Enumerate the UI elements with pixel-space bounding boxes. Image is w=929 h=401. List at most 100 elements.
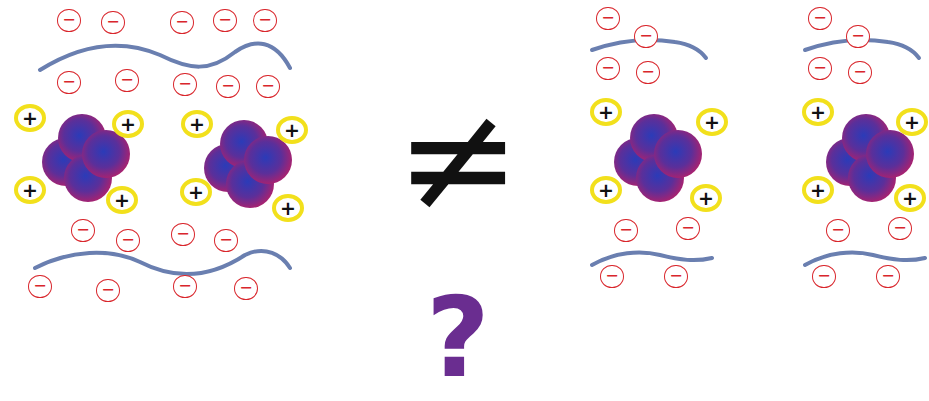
- cation-circle: +: [896, 108, 928, 136]
- charge-sign: −: [258, 12, 271, 28]
- question-mark: ?: [426, 283, 490, 393]
- anion-circle: −: [71, 219, 94, 242]
- charge-sign: −: [218, 12, 231, 28]
- anion-circle: −: [170, 11, 193, 34]
- charge-sign: −: [62, 74, 75, 90]
- anion-circle: −: [808, 57, 831, 80]
- charge-sign: −: [175, 14, 188, 30]
- charge-sign: −: [120, 72, 133, 88]
- charge-sign: −: [881, 268, 894, 284]
- charge-sign: −: [853, 64, 866, 80]
- charge-sign: −: [176, 226, 189, 242]
- cation-circle: +: [14, 176, 46, 204]
- anion-circle: −: [808, 7, 831, 30]
- charge-sign: −: [817, 268, 830, 284]
- anion-circle: −: [171, 223, 194, 246]
- anion-circle: −: [116, 229, 139, 252]
- anion-circle: −: [846, 25, 869, 48]
- anion-circle: −: [596, 57, 619, 80]
- charge-sign: +: [810, 181, 826, 200]
- cation-circle: +: [112, 110, 144, 138]
- charge-sign: −: [106, 14, 119, 30]
- charge-sign: −: [219, 232, 232, 248]
- charge-sign: −: [619, 222, 632, 238]
- charge-sign: −: [605, 268, 618, 284]
- anion-circle: −: [101, 11, 124, 34]
- anion-circle: −: [96, 279, 119, 302]
- charge-sign: −: [221, 78, 234, 94]
- cation-circle: +: [106, 186, 138, 214]
- charge-sign: −: [831, 222, 844, 238]
- anion-circle: −: [876, 265, 899, 288]
- charge-sign: −: [639, 28, 652, 44]
- cation-circle: +: [272, 194, 304, 222]
- cation-circle: +: [690, 184, 722, 212]
- charge-sign: +: [280, 199, 296, 218]
- cation-circle: +: [696, 108, 728, 136]
- charge-sign: +: [704, 113, 720, 132]
- cation-circle: +: [180, 178, 212, 206]
- anion-circle: −: [214, 229, 237, 252]
- cation-circle: +: [802, 98, 834, 126]
- charge-sign: +: [284, 121, 300, 140]
- charge-sign: +: [902, 189, 918, 208]
- anion-circle: −: [28, 275, 51, 298]
- anion-circle: −: [664, 265, 687, 288]
- charge-sign: −: [121, 232, 134, 248]
- charge-sign: −: [851, 28, 864, 44]
- anion-circle: −: [115, 69, 138, 92]
- anion-circle: −: [173, 275, 196, 298]
- anion-circle: −: [57, 71, 80, 94]
- anion-circle: −: [848, 61, 871, 84]
- charge-sign: +: [698, 189, 714, 208]
- anion-circle: −: [173, 73, 196, 96]
- charge-sign: +: [22, 181, 38, 200]
- anion-circle: −: [57, 9, 80, 32]
- charge-sign: −: [641, 64, 654, 80]
- cation-circle: +: [14, 104, 46, 132]
- anion-circle: −: [253, 9, 276, 32]
- charge-sign: +: [120, 115, 136, 134]
- charge-sign: −: [601, 60, 614, 76]
- anion-circle: −: [614, 219, 637, 242]
- anion-circle: −: [234, 277, 257, 300]
- anion-circle: −: [256, 75, 279, 98]
- cation-circle: +: [894, 184, 926, 212]
- charge-sign: −: [813, 10, 826, 26]
- charge-sign: −: [76, 222, 89, 238]
- anion-circle: −: [600, 265, 623, 288]
- charge-sign: −: [178, 76, 191, 92]
- charge-sign: −: [681, 220, 694, 236]
- anion-circle: −: [634, 25, 657, 48]
- anion-circle: −: [213, 9, 236, 32]
- charge-sign: +: [114, 191, 130, 210]
- charge-sign: −: [33, 278, 46, 294]
- charge-sign: −: [261, 78, 274, 94]
- charge-sign: −: [101, 282, 114, 298]
- charge-sign: −: [62, 12, 75, 28]
- charge-sign: −: [601, 10, 614, 26]
- cation-circle: +: [590, 98, 622, 126]
- charge-sign: +: [598, 103, 614, 122]
- anion-circle: −: [216, 75, 239, 98]
- anion-circle: −: [826, 219, 849, 242]
- cation-circle: +: [590, 176, 622, 204]
- anion-circle: −: [812, 265, 835, 288]
- charge-sign: −: [813, 60, 826, 76]
- anion-circle: −: [596, 7, 619, 30]
- charge-sign: +: [188, 183, 204, 202]
- charge-sign: −: [669, 268, 682, 284]
- charge-sign: −: [239, 280, 252, 296]
- cation-circle: +: [802, 176, 834, 204]
- membrane-waves: [35, 40, 925, 274]
- charge-sign: −: [893, 220, 906, 236]
- charge-sign: +: [22, 109, 38, 128]
- charge-sign: +: [904, 113, 920, 132]
- anion-circle: −: [888, 217, 911, 240]
- charge-sign: +: [189, 115, 205, 134]
- charge-sign: −: [178, 278, 191, 294]
- anion-circle: −: [636, 61, 659, 84]
- charge-sign: +: [810, 103, 826, 122]
- not-equal-sign: ≠: [395, 83, 521, 233]
- anion-circle: −: [676, 217, 699, 240]
